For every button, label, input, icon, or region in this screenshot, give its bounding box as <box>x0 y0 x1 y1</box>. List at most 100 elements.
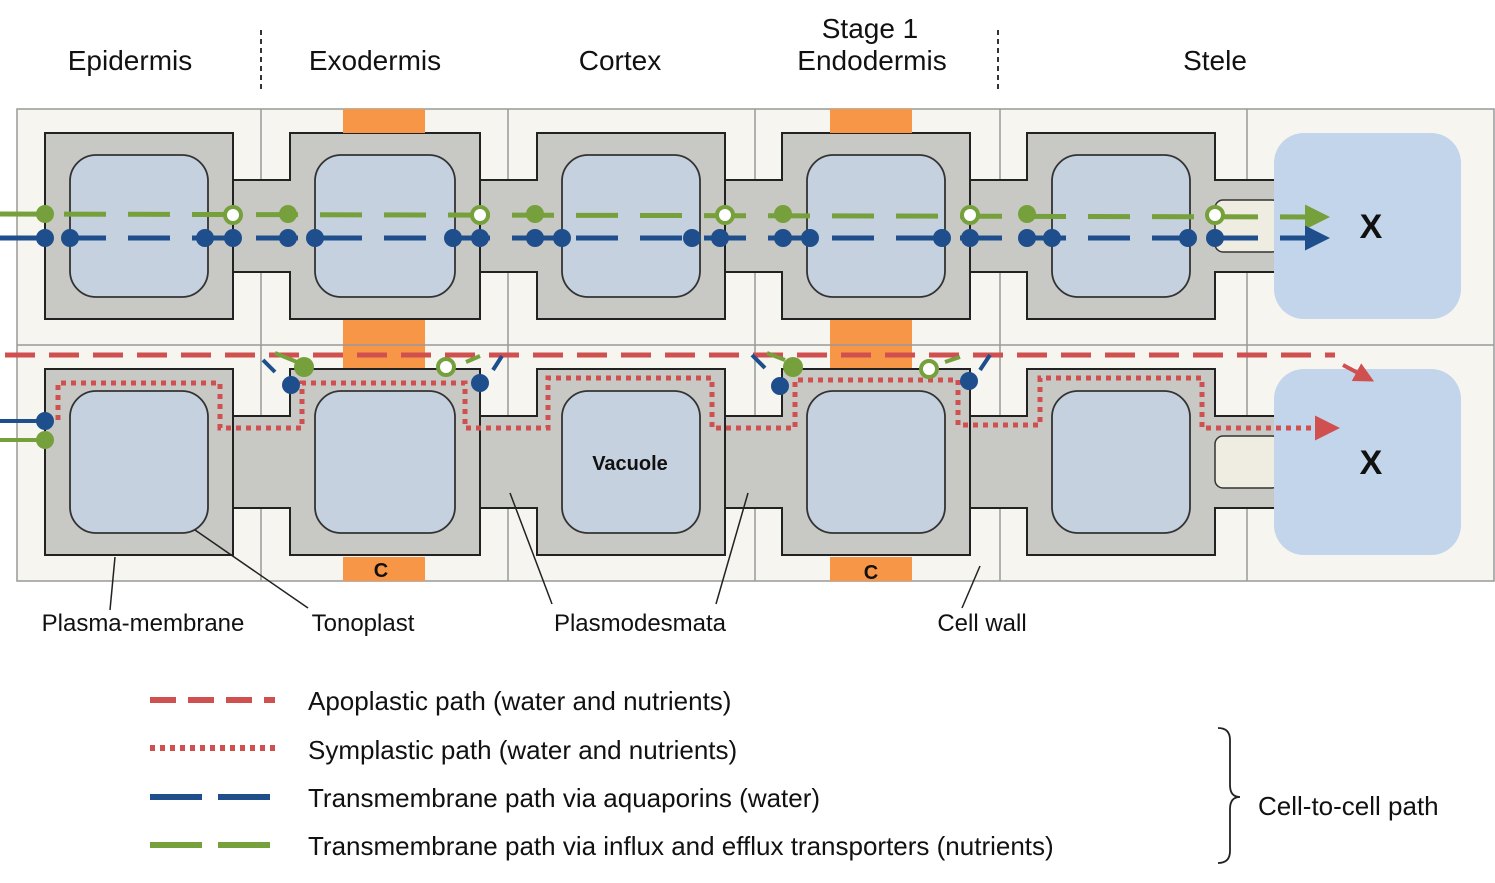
header-endodermis-stage: Stage 1 <box>822 13 919 44</box>
vacuole <box>1051 154 1191 298</box>
transporter-path-line <box>0 204 1330 230</box>
aquaporin <box>711 229 729 247</box>
aquaporin <box>36 229 54 247</box>
influx-transporter <box>526 205 544 223</box>
aquaporin <box>960 372 978 390</box>
transmembrane-paths <box>0 204 1330 251</box>
influx-transporter <box>36 431 54 449</box>
casparian-label-exodermis: C <box>374 560 388 582</box>
casparian-strips: C C <box>343 109 912 584</box>
aquaporin <box>933 229 951 247</box>
casparian-strip-endodermis-mid <box>830 320 912 368</box>
leader-tonoplast <box>194 529 309 609</box>
aquaporin <box>61 229 79 247</box>
aquaporin <box>471 374 489 392</box>
aquaporin <box>1018 229 1036 247</box>
aquaporin <box>306 229 324 247</box>
aquaporin <box>526 229 544 247</box>
casparian-strip-endodermis-top <box>830 109 912 133</box>
apoplastic-symplastic-paths <box>5 352 1375 441</box>
legend-label-symplastic: Symplastic path (water and nutrients) <box>308 735 737 765</box>
aquaporin-branch <box>491 354 504 372</box>
efflux-transporter <box>715 205 735 225</box>
vacuole <box>806 390 946 534</box>
leader-plasmodesmata-right <box>715 492 749 605</box>
influx-transporter <box>294 357 314 377</box>
aquaporin <box>196 229 214 247</box>
xylem-label-bottom: X <box>1360 444 1383 482</box>
plasma-membrane-label: Plasma-membrane <box>42 610 245 637</box>
plasmodesma <box>1214 199 1281 253</box>
transporter-branch <box>465 354 481 364</box>
aquaporin <box>774 229 792 247</box>
aquaporin <box>282 376 300 394</box>
cell-wall-label: Cell wall <box>937 610 1026 637</box>
vacuole <box>314 154 456 298</box>
efflux-transporter <box>223 205 243 225</box>
plasmodesma <box>1214 435 1281 489</box>
transporter-branch <box>274 351 298 364</box>
vacuole <box>806 154 946 298</box>
influx-transporter <box>279 205 297 223</box>
header-epidermis: Epidermis <box>68 45 192 76</box>
header-cortex: Cortex <box>579 45 661 76</box>
aquaporin <box>279 229 297 247</box>
symplastic-path-line <box>55 375 1340 441</box>
xylem-label-top: X <box>1360 208 1383 246</box>
aquaporin <box>1206 229 1224 247</box>
aquaporin-branch <box>261 358 277 374</box>
legend-brace <box>1217 727 1241 864</box>
legend-label-transporter: Transmembrane path via influx and efflux… <box>308 831 1054 861</box>
efflux-transporter <box>470 205 490 225</box>
aquaporin <box>961 229 979 247</box>
influx-transporter <box>36 205 54 223</box>
influx-transporter <box>774 205 792 223</box>
leader-plasma-membrane <box>109 556 116 611</box>
legend: Apoplastic path (water and nutrients) Sy… <box>150 686 1439 864</box>
casparian-strip-exodermis-top-row1 <box>343 109 425 133</box>
apoplastic-arrow <box>1342 363 1375 382</box>
cell-rows <box>44 132 1281 556</box>
bottom-membrane-transporters <box>0 351 992 449</box>
vacuole <box>561 154 701 298</box>
membrane-transporters <box>36 205 1225 247</box>
casparian-label-endodermis: C <box>864 562 878 584</box>
tonoplast-label: Tonoplast <box>312 610 415 637</box>
aquaporin <box>444 229 462 247</box>
casparian-strip-exodermis-mid <box>343 320 425 368</box>
transporter-branch <box>766 351 786 362</box>
header-stele: Stele <box>1183 45 1247 76</box>
vacuole <box>561 390 701 534</box>
efflux-transporter <box>1205 205 1225 225</box>
tissue-headers: Epidermis Exodermis Cortex Stage 1 Endod… <box>68 13 1247 90</box>
aquaporin <box>683 229 701 247</box>
legend-group-label: Cell-to-cell path <box>1258 791 1439 821</box>
aquaporin <box>36 412 54 430</box>
vacuole <box>314 390 456 534</box>
transporter-branch <box>944 355 961 364</box>
leader-cell-wall <box>961 565 981 609</box>
influx-transporter <box>1018 205 1036 223</box>
aquaporin <box>1179 229 1197 247</box>
legend-label-aquaporin: Transmembrane path via aquaporins (water… <box>308 783 820 813</box>
aquaporin <box>1043 229 1061 247</box>
casparian-strip-exodermis-bottom <box>343 557 425 581</box>
efflux-transporter <box>919 359 939 379</box>
efflux-transporter <box>960 205 980 225</box>
leader-plasmodesmata-left <box>509 492 553 605</box>
header-endodermis: Endodermis <box>797 45 946 76</box>
aquaporin-branch <box>750 353 767 370</box>
aquaporin <box>801 229 819 247</box>
vacuole-label: Vacuole <box>592 453 668 475</box>
efflux-transporter <box>436 357 456 377</box>
annotations: Vacuole Plasma-membrane Tonoplast Plasmo… <box>42 453 1027 637</box>
vacuole <box>1051 390 1191 534</box>
influx-transporter <box>783 357 803 377</box>
legend-label-apoplastic: Apoplastic path (water and nutrients) <box>308 686 731 716</box>
vacuole <box>69 390 209 534</box>
aquaporin <box>224 229 242 247</box>
vacuole <box>69 154 209 298</box>
casparian-strip-endodermis-bottom <box>830 557 912 581</box>
aquaporin <box>553 229 571 247</box>
